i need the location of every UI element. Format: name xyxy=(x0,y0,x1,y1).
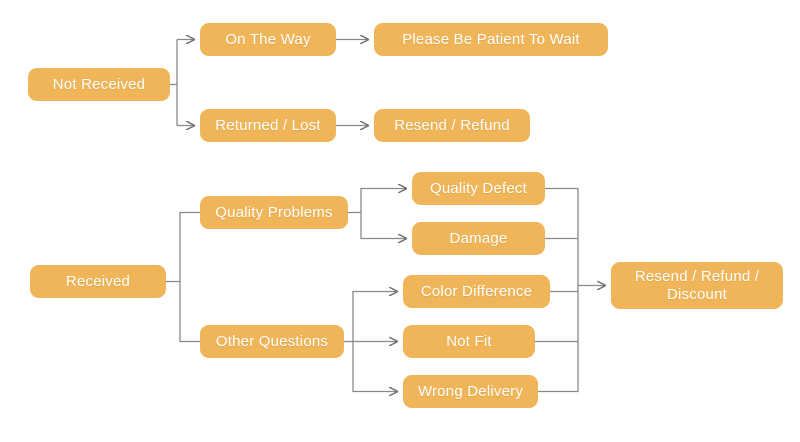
node-received-label: Received xyxy=(65,272,131,290)
node-on-the-way[interactable]: On The Way xyxy=(200,23,336,56)
edge-quality-problems-to-quality-defect xyxy=(360,189,406,213)
edge-not-received-trunk xyxy=(170,39,178,86)
edge-quality-problems-to-damage xyxy=(360,212,406,239)
node-not-fit-label: Not Fit xyxy=(446,332,492,350)
node-returned-lost[interactable]: Returned / Lost xyxy=(200,109,336,142)
node-not-fit[interactable]: Not Fit xyxy=(403,325,535,358)
node-resend-refund-discount[interactable]: Resend / Refund / Discount xyxy=(611,262,783,309)
edge-other-questions-to-color-difference xyxy=(352,292,397,342)
node-color-difference-label: Color Difference xyxy=(420,282,533,300)
node-please-be-patient-to-wait[interactable]: Please Be Patient To Wait xyxy=(374,23,608,56)
node-wrong-delivery-label: Wrong Delivery xyxy=(417,382,524,400)
node-resend-refund-label: Resend / Refund xyxy=(394,116,510,134)
node-quality-defect-label: Quality Defect xyxy=(429,179,527,197)
node-other-questions-label: Other Questions xyxy=(215,332,329,350)
node-wrong-delivery[interactable]: Wrong Delivery xyxy=(403,375,538,408)
node-damage-label: Damage xyxy=(449,229,508,247)
node-received[interactable]: Received xyxy=(30,265,166,298)
node-not-received[interactable]: Not Received xyxy=(28,68,170,101)
edge-other-questions-to-wrong-delivery xyxy=(352,341,397,392)
edge-quality-defect-to-bus xyxy=(545,187,579,286)
edge-received-trunk-lower xyxy=(179,281,200,343)
node-quality-problems-label: Quality Problems xyxy=(215,203,333,221)
edge-received-trunk xyxy=(166,211,200,283)
node-damage[interactable]: Damage xyxy=(412,222,545,255)
node-quality-problems[interactable]: Quality Problems xyxy=(200,196,348,229)
node-other-questions[interactable]: Other Questions xyxy=(200,325,344,358)
node-on-the-way-label: On The Way xyxy=(225,30,311,48)
node-returned-lost-label: Returned / Lost xyxy=(215,116,321,134)
node-quality-defect[interactable]: Quality Defect xyxy=(412,172,545,205)
node-resend-refund-discount-label: Resend / Refund / Discount xyxy=(634,267,760,303)
node-please-be-patient-to-wait-label: Please Be Patient To Wait xyxy=(402,30,580,48)
node-color-difference[interactable]: Color Difference xyxy=(403,275,550,308)
node-resend-refund[interactable]: Resend / Refund xyxy=(374,109,530,142)
node-not-received-label: Not Received xyxy=(52,75,146,93)
